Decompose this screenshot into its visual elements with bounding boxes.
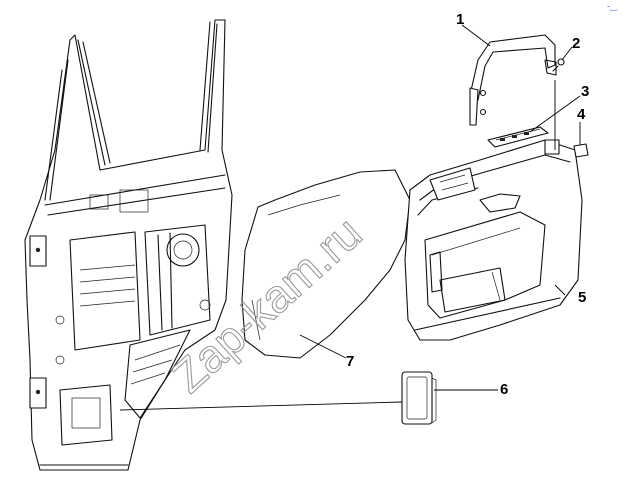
callout-4: 4 [577, 106, 586, 123]
door-frame [24, 19, 233, 471]
leader-lines [119, 24, 581, 411]
callout-7: 7 [346, 353, 354, 370]
callout-2: 2 [572, 35, 580, 52]
callout-3: 3 [581, 83, 589, 100]
part-5-door-trim-panel [404, 139, 583, 341]
part-7-vapor-barrier [241, 169, 411, 359]
part-6-cover [401, 371, 437, 425]
screws-left [479, 89, 487, 116]
callout-6: 6 [500, 381, 508, 398]
part-4-clip [573, 143, 589, 158]
callout-labels: 1 2 3 4 5 6 7 [346, 11, 589, 398]
corner-mark: -‿ [607, 1, 618, 11]
part-2-screw [552, 58, 565, 72]
callout-5: 5 [578, 289, 586, 306]
part-3-switch-bezel [487, 126, 549, 148]
callout-1: 1 [456, 11, 464, 28]
